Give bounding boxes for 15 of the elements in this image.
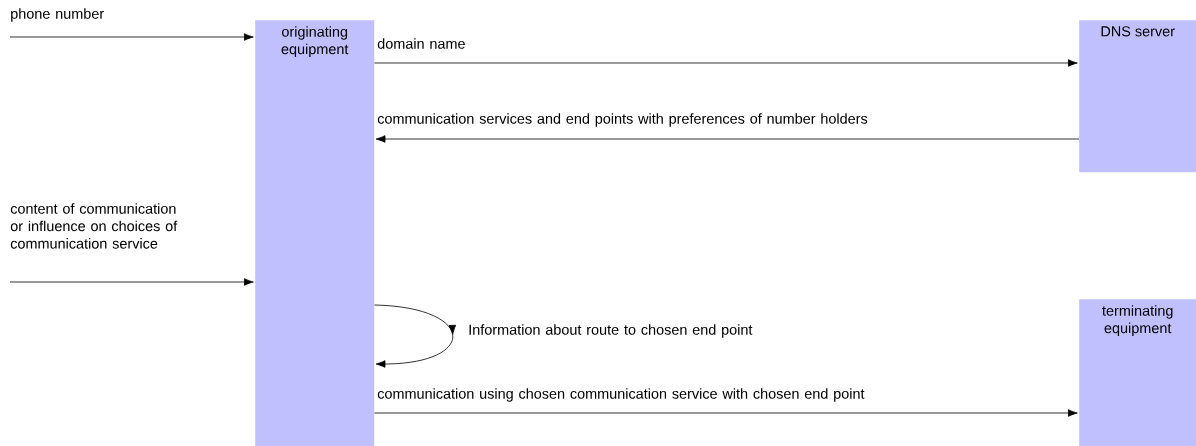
edge-label: Information about route to chosen end point: [469, 324, 753, 338]
edge-label: communication using chosen communication service with chosen end point: [377, 388, 865, 402]
arrow: [374, 59, 1078, 67]
edge-label: communication services and end points with preferences of number holders: [377, 113, 868, 127]
arrow: [9, 33, 254, 41]
arrow: [375, 135, 1080, 143]
edge-label: content of communication or influence on choices of communication service: [10, 203, 178, 249]
equipment-box: DNS server: [1079, 20, 1196, 173]
loop-arrow: [374, 304, 457, 368]
arrow: [374, 409, 1078, 417]
arrow: [9, 278, 254, 286]
equipment-box: terminating equipment: [1079, 299, 1196, 446]
equipment-box: originating equipment: [255, 20, 375, 446]
edge-label: domain name: [377, 38, 465, 49]
edge-label: phone number: [11, 8, 104, 22]
